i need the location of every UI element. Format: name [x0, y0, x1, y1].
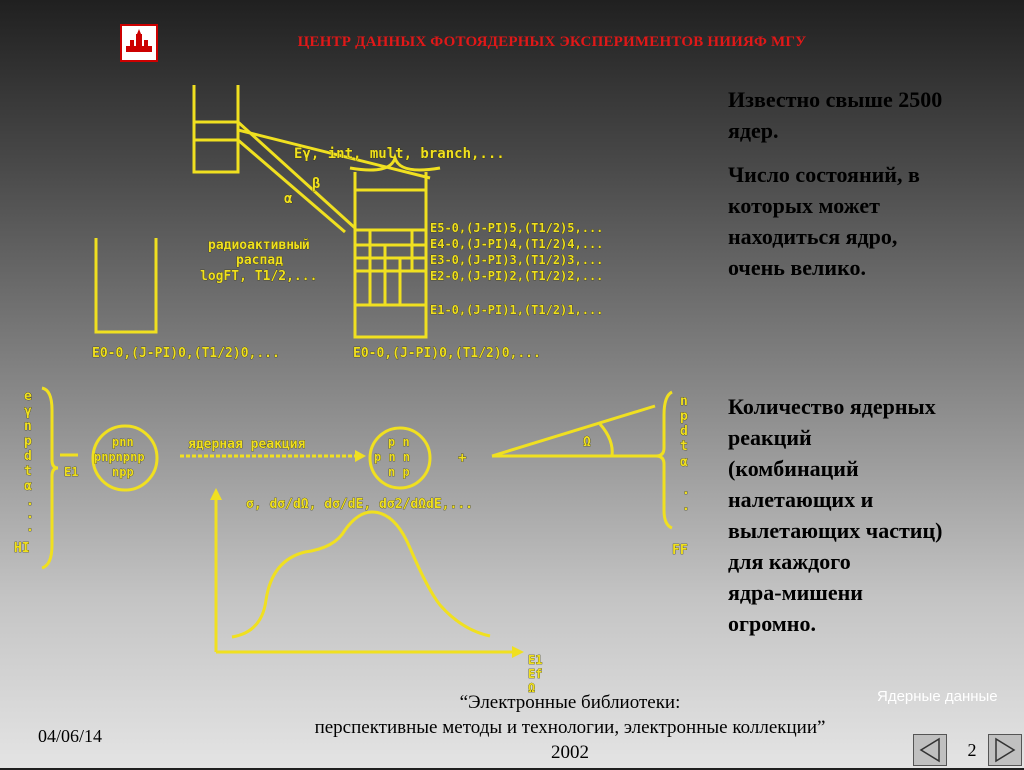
level-4: E4-0,(J-PI)4,(T1/2)4,... [430, 237, 603, 251]
prev-slide-button[interactable] [913, 734, 947, 766]
svg-text:Ω: Ω [528, 681, 535, 695]
svg-text:p: p [24, 434, 32, 449]
ejectile-list: n p d t α . . FF [672, 394, 690, 559]
level-1: E1-0,(J-PI)1,(T1/2)1,... [430, 303, 603, 317]
gamma-params: Eγ, int, mult, branch,... [294, 146, 505, 162]
ground-right: E0-0,(J-PI)0,(T1/2)0,... [353, 346, 541, 361]
svg-text:α: α [24, 479, 32, 494]
svg-text:p: p [680, 409, 688, 424]
svg-text:γ: γ [24, 404, 32, 419]
svg-text:npp: npp [112, 465, 134, 479]
svg-text:t: t [680, 439, 688, 454]
svg-text:pnpnpnp: pnpnpnp [94, 450, 145, 464]
level-scheme-box [353, 172, 428, 339]
ground-left: E0-0,(J-PI)0,(T1/2)0,... [92, 346, 280, 361]
level-3: E3-0,(J-PI)3,(T1/2)3,... [430, 253, 603, 267]
svg-text:HI: HI [14, 541, 30, 556]
plus-sign: + [458, 450, 466, 466]
svg-text:n: n [680, 394, 688, 409]
svg-text:d: d [24, 449, 32, 464]
triangle-right-icon [995, 737, 1016, 763]
e1-label: E1 [64, 465, 78, 479]
svg-text:.: . [682, 499, 690, 514]
svg-text:n p: n p [388, 465, 410, 479]
level-5: E5-0,(J-PI)5,(T1/2)5,... [430, 221, 603, 235]
cross-section-label: σ, dσ/dΩ, dσ/dE, dσ2/dΩdE,... [246, 497, 473, 512]
triangle-left-icon [919, 737, 940, 763]
svg-text:p n: p n [388, 435, 410, 449]
svg-text:t: t [24, 464, 32, 479]
footer-caption: “Электронные библиотеки: перспективные м… [314, 692, 826, 763]
point-reactions-count: Количество ядерных реакций (комбинаций н… [728, 394, 943, 636]
footer-date: 04/06/14 [38, 726, 103, 746]
svg-text:.: . [682, 483, 690, 498]
point-states-count: Число состояний, в которых может находит… [728, 162, 920, 280]
svg-text:FF: FF [672, 543, 688, 558]
product-nucleus [368, 426, 432, 490]
svg-text:pnn: pnn [112, 435, 134, 449]
svg-text:d: d [680, 424, 688, 439]
projectile-list: e γ n p d t α . . . HI [14, 389, 34, 557]
level-scheme-well-top [192, 85, 431, 234]
logft-label: logFT, T1/2,... [200, 269, 317, 284]
next-slide-button[interactable] [988, 734, 1022, 766]
level-2: E2-0,(J-PI)2,(T1/2)2,... [430, 269, 603, 283]
svg-text:.: . [26, 520, 34, 535]
svg-text:Ef: Ef [528, 667, 542, 681]
radioactive-line2: распад [236, 253, 283, 268]
reaction-label: ядерная реакция [188, 437, 306, 452]
svg-text:E1: E1 [528, 653, 542, 667]
svg-text:e: e [24, 389, 32, 404]
svg-text:.: . [26, 507, 34, 522]
section-label: Ядерные данные [877, 688, 998, 705]
cross-section-curve [231, 510, 491, 639]
beta-label: β [312, 176, 320, 192]
decay-well [94, 238, 158, 334]
svg-text:α: α [680, 455, 688, 470]
nuclear-data-illustration: Eγ, int, mult, branch,... α β E5-0,(J-PI… [14, 85, 690, 695]
header-title: ЦЕНТР ДАННЫХ ФОТОЯДЕРНЫХ ЭКСПЕРИМЕНТОВ Н… [297, 34, 807, 50]
svg-text:p n n: p n n [374, 450, 410, 464]
institute-logo [120, 24, 158, 62]
target-nucleus [91, 424, 159, 492]
page-number: 2 [967, 740, 977, 760]
svg-text:n: n [24, 419, 32, 434]
omega-label: Ω [583, 435, 591, 450]
alpha-label: α [284, 191, 292, 207]
radioactive-line1: радиоактивный [208, 238, 310, 253]
point-nuclei-count: Известно свыше 2500 ядер. [728, 87, 943, 143]
svg-text:.: . [26, 494, 34, 509]
